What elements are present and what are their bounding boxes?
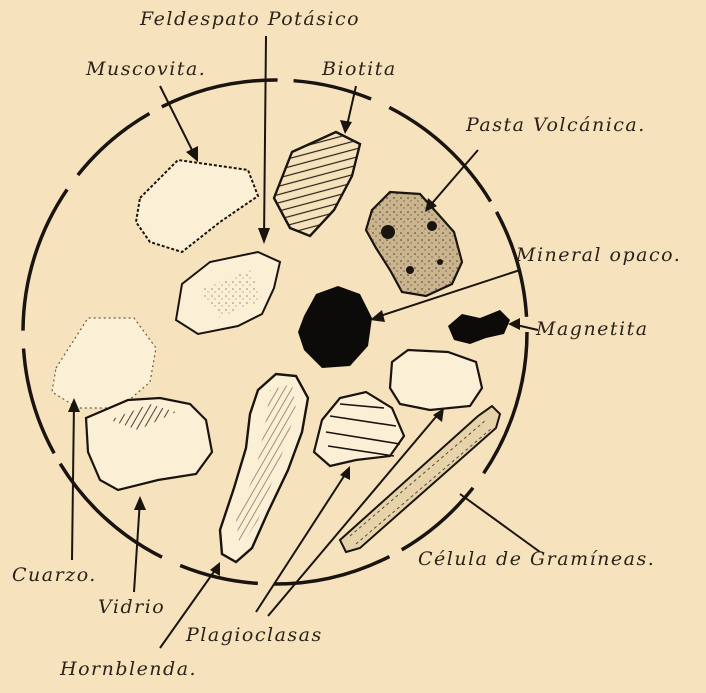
mineral-opaco-grain [298,286,372,368]
label-plagioclasas: Plagioclasas [186,624,323,646]
label-muscovita: Muscovita. [86,58,206,80]
pasta-inclusion [427,221,437,231]
cuarzo-grain [52,318,156,408]
label-cuarzo: Cuarzo. [12,564,97,586]
magnetita-grain [448,310,510,344]
biotita-grain [274,132,360,236]
leader-celula [460,494,540,552]
arrowhead [134,496,146,510]
muscovita-grain [136,160,258,252]
label-mineral-opaco: Mineral opaco. [516,244,681,266]
pasta-inclusion [381,225,395,239]
leader-pasta [428,150,478,208]
pasta-inclusion [406,266,414,274]
label-hornblenda: Hornblenda. [60,658,197,680]
label-pasta-volcanica: Pasta Volcánica. [466,114,646,136]
arrowhead [258,228,270,244]
pasta-volcanica-texture [366,192,462,296]
leader-feldespato [264,36,266,240]
leader-cuarzo [72,402,74,560]
arrowhead [370,310,385,322]
label-celula-gramineas: Célula de Gramíneas. [418,548,655,570]
label-feldespato-potasico: Feldespato Potásico [140,8,360,30]
arrowhead [340,466,350,480]
plagioclasa-grain-2 [390,350,482,410]
label-vidrio: Vidrio [98,596,165,618]
label-biotita: Biotita [322,58,397,80]
pasta-inclusion [437,259,443,265]
leader-muscovita [160,86,196,158]
label-magnetita: Magnetita [536,318,649,340]
arrowhead [340,120,352,134]
